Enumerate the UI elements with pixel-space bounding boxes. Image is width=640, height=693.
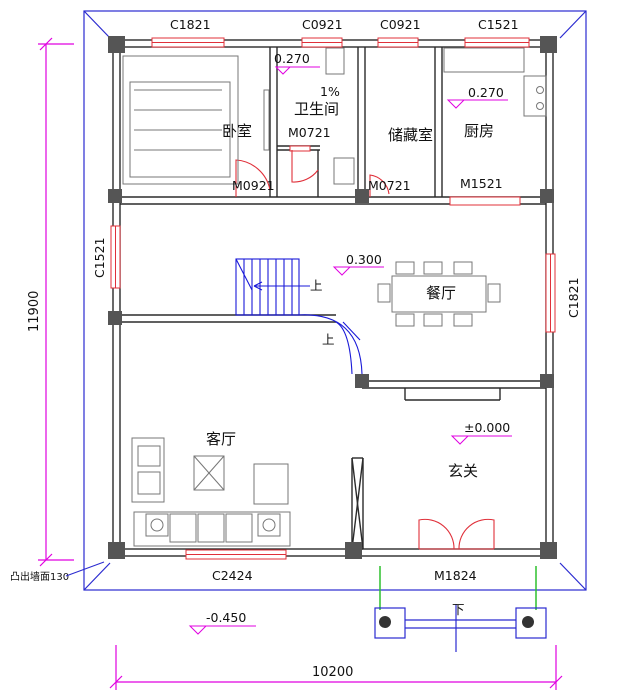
level-markers — [188, 66, 512, 635]
door-m1824-label: M1824 — [434, 568, 477, 583]
room-bathroom-label: 卫生间 — [294, 100, 339, 118]
stair-up-mark-2: 上 — [322, 332, 335, 347]
level-dining-label: 0.300 — [346, 252, 382, 267]
room-living-label: 客厅 — [206, 430, 236, 448]
slope-mark: 1% — [320, 84, 340, 99]
room-bedroom-label: 卧室 — [222, 122, 252, 140]
roof-outline — [83, 10, 587, 591]
stair-up-mark-1: 上 — [310, 278, 323, 293]
level-kitchen-label: 0.270 — [468, 85, 504, 100]
window-c2424-label: C2424 — [212, 568, 253, 583]
level-outdoor-label: -0.450 — [206, 610, 246, 625]
window-c1821-top-label: C1821 — [170, 17, 211, 32]
room-dining-label: 餐厅 — [426, 284, 456, 302]
columns — [108, 36, 557, 559]
room-foyer-label: 玄关 — [448, 462, 478, 480]
entry-steps — [374, 604, 547, 652]
level-bath-label: 0.270 — [274, 51, 310, 66]
entry-rail — [379, 566, 537, 610]
window-c1521-left-label: C1521 — [92, 237, 107, 278]
window-c0921-a-label: C0921 — [302, 17, 343, 32]
door-swings — [235, 150, 495, 550]
window-c0921-b-label: C0921 — [380, 17, 421, 32]
furniture — [122, 47, 547, 547]
room-storage-label: 储藏室 — [388, 126, 433, 144]
eave-note: 凸出墙面130 — [10, 570, 69, 583]
step-down-mark: 下 — [452, 602, 465, 617]
room-kitchen-label: 厨房 — [464, 122, 494, 140]
eave-note-leader — [65, 561, 105, 577]
window-c1821-right-label: C1821 — [566, 277, 581, 318]
width-dimension-label: 10200 — [312, 665, 353, 680]
dimension-lines — [38, 37, 563, 690]
windows — [110, 37, 556, 560]
entry-pillars — [379, 616, 534, 628]
door-m0921-label: M0921 — [232, 178, 275, 193]
stairs — [235, 258, 363, 375]
window-c1521-top-label: C1521 — [478, 17, 519, 32]
level-foyer-label: ±0.000 — [464, 420, 510, 435]
door-m0721-bath-label: M0721 — [288, 125, 331, 140]
door-m0721-storage-label: M0721 — [368, 178, 411, 193]
height-dimension-label: 11900 — [27, 291, 42, 332]
door-m1521-label: M1521 — [460, 176, 503, 191]
